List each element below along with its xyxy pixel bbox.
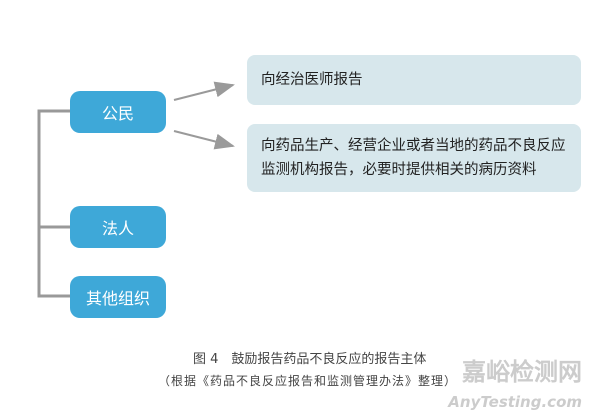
arrow-to-monitoring	[173, 130, 235, 150]
bracket-line	[37, 109, 70, 298]
arrow-to-doctor	[173, 81, 235, 101]
watermark-cn: 嘉峪检测网	[462, 358, 582, 386]
node-other-org: 其他组织	[70, 276, 166, 318]
watermark-en: AnyTesting.com	[448, 393, 582, 411]
node-legal-person: 法人	[70, 206, 166, 248]
caption-source: （根据《药品不良反应报告和监测管理办法》整理）	[158, 374, 458, 388]
node-citizen: 公民	[70, 91, 166, 133]
target-doctor: 向经治医师报告	[247, 55, 581, 105]
target-monitoring: 向药品生产、经营企业或者当地的药品不良反应监测机构报告，必要时提供相关的病历资料	[247, 124, 581, 192]
caption-title: 图 4 鼓励报告药品不良反应的报告主体	[193, 352, 427, 367]
